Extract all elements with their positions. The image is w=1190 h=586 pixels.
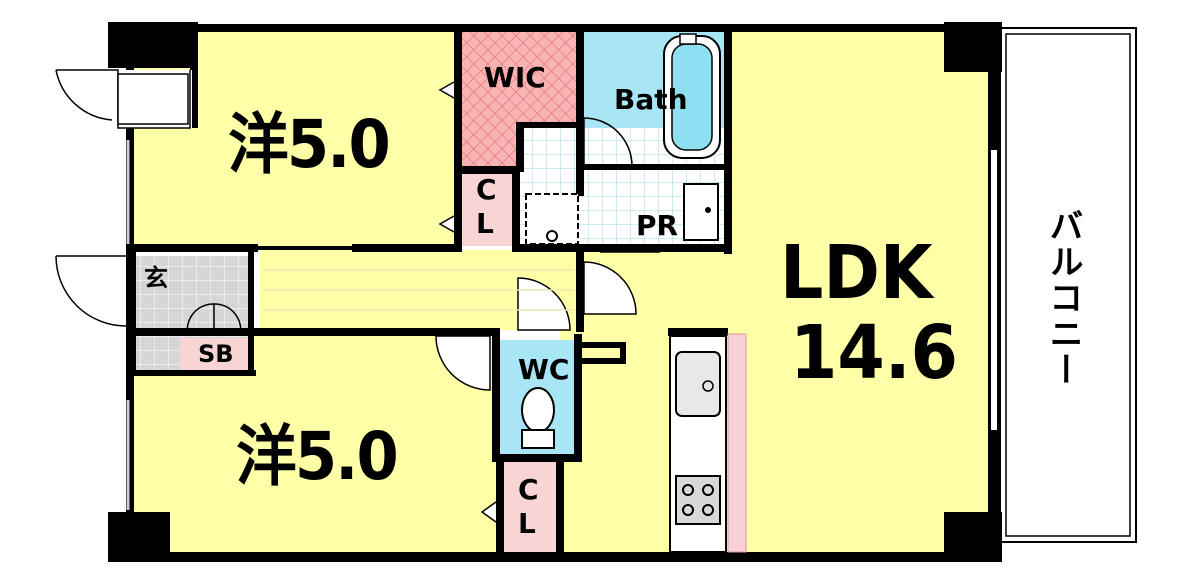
ldk-label-line1: LDK bbox=[780, 230, 933, 316]
closet-2 bbox=[502, 462, 558, 552]
entrance-label: 玄 bbox=[144, 264, 168, 292]
doors bbox=[55, 69, 999, 523]
bath-fixtures bbox=[525, 33, 721, 245]
wic-label: WIC bbox=[484, 61, 546, 94]
stove-icon bbox=[675, 475, 721, 525]
balcony-label: バルコニー bbox=[1043, 208, 1083, 388]
shoe-box bbox=[180, 338, 252, 370]
washer-pan-icon bbox=[525, 193, 579, 245]
pr-label: PR bbox=[636, 209, 679, 242]
closet-1-label-c: C bbox=[476, 173, 497, 206]
closet-2-label-c: C bbox=[518, 473, 539, 506]
kitchen bbox=[669, 333, 747, 553]
bath-label: Bath bbox=[614, 83, 688, 116]
sink-icon bbox=[675, 351, 721, 417]
toilet-icon bbox=[521, 387, 555, 449]
ldk-label-line2: 14.6 bbox=[790, 310, 958, 396]
shoe-box-label: SB bbox=[198, 340, 234, 368]
closet-1-label-l: L bbox=[476, 207, 494, 240]
closet-2-label-l: L bbox=[518, 507, 536, 540]
closet-1 bbox=[460, 172, 516, 246]
wc-label: WC bbox=[518, 353, 570, 386]
western-room-1-label: 洋5.0 bbox=[228, 106, 391, 183]
balcony bbox=[999, 27, 1137, 543]
western-room-2-label: 洋5.0 bbox=[236, 418, 399, 495]
washbasin-icon bbox=[683, 183, 719, 241]
